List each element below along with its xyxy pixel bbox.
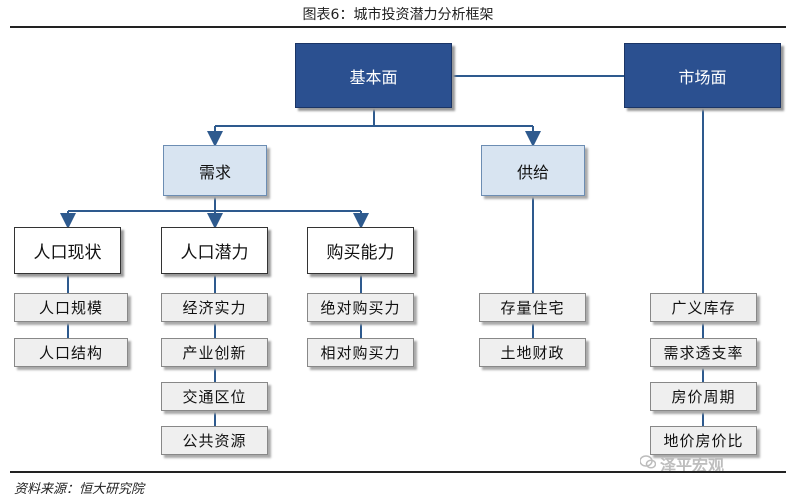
- node-land-house-price-ratio: 地价房价比: [650, 426, 757, 455]
- node-demand: 需求: [163, 145, 267, 196]
- node-industry-innovation: 产业创新: [161, 338, 268, 367]
- node-absolute-purchasing-power: 绝对购买力: [307, 293, 414, 322]
- node-purchasing-power: 购买能力: [307, 227, 414, 274]
- node-demand-overdraft-rate: 需求透支率: [650, 338, 757, 367]
- node-supply: 供给: [481, 145, 585, 196]
- wechat-icon: [640, 455, 656, 469]
- node-market: 市场面: [624, 43, 781, 108]
- node-population-structure: 人口结构: [14, 338, 128, 367]
- watermark: 泽平宏观: [660, 456, 725, 475]
- node-transport-location: 交通区位: [161, 382, 268, 411]
- top-rule: [10, 26, 786, 28]
- node-broad-inventory: 广义库存: [650, 293, 757, 322]
- node-population-status: 人口现状: [14, 227, 121, 274]
- source-note: 资料来源：恒大研究院: [14, 482, 145, 497]
- node-land-finance: 土地财政: [479, 338, 586, 367]
- node-public-resources: 公共资源: [161, 426, 268, 455]
- figure-title: 图表6：城市投资潜力分析框架: [302, 7, 494, 23]
- node-housing-stock: 存量住宅: [479, 293, 586, 322]
- node-relative-purchasing-power: 相对购买力: [307, 338, 414, 367]
- node-price-cycle: 房价周期: [650, 382, 757, 411]
- node-population-potential: 人口潜力: [161, 227, 268, 274]
- node-population-scale: 人口规模: [14, 293, 128, 322]
- node-fundamentals: 基本面: [295, 43, 452, 108]
- node-economic-strength: 经济实力: [161, 293, 268, 322]
- bottom-rule: [10, 471, 786, 473]
